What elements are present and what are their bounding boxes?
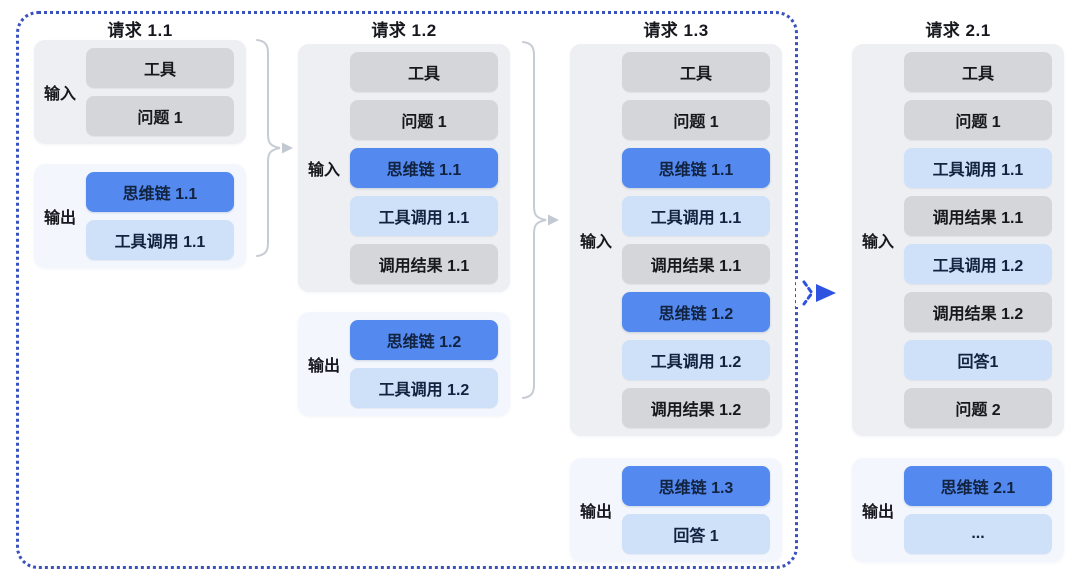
dashed-arrow-to-request-2-1 <box>796 279 836 307</box>
input-boxes: 工具 问题 1 <box>86 40 246 144</box>
output-label: 输出 <box>307 358 340 375</box>
box-cot-1-1: 思维链 1.1 <box>86 172 234 212</box>
output-label: 输出 <box>43 210 76 227</box>
output-label: 输出 <box>861 504 894 521</box>
column-title: 请求 1.1 <box>107 21 173 40</box>
box-cot-1-1: 思维链 1.1 <box>350 148 498 188</box>
box-tools: 工具 <box>86 48 234 88</box>
box-cot-1-2: 思维链 1.2 <box>350 320 498 360</box>
input-panel: 输入 工具 问题 1 <box>34 40 246 144</box>
output-panel: 输出 思维链 1.3 回答 1 <box>570 458 782 562</box>
box-tool-call-1-2: 工具调用 1.2 <box>904 244 1052 284</box>
input-boxes: 工具 问题 1 工具调用 1.1 调用结果 1.1 工具调用 1.2 调用结果 … <box>904 44 1064 436</box>
box-question-1: 问题 1 <box>86 96 234 136</box>
box-question-2: 问题 2 <box>904 388 1052 428</box>
box-call-result-1-1: 调用结果 1.1 <box>622 244 770 284</box>
box-question-1: 问题 1 <box>904 100 1052 140</box>
output-boxes: 思维链 1.1 工具调用 1.1 <box>86 164 246 268</box>
box-answer-1: 回答 1 <box>622 514 770 554</box>
box-call-result-1-1: 调用结果 1.1 <box>904 196 1052 236</box>
box-cot-1-3: 思维链 1.3 <box>622 466 770 506</box>
box-tool-call-1-2: 工具调用 1.2 <box>622 340 770 380</box>
output-boxes: 思维链 1.2 工具调用 1.2 <box>350 312 510 416</box>
input-panel: 输入 工具 问题 1 思维链 1.1 工具调用 1.1 调用结果 1.1 <box>298 44 510 292</box>
output-panel: 输出 思维链 2.1 ... <box>852 458 1064 562</box>
input-boxes: 工具 问题 1 思维链 1.1 工具调用 1.1 调用结果 1.1 思维链 1.… <box>622 44 782 436</box>
box-tool-call-1-2: 工具调用 1.2 <box>350 368 498 408</box>
box-call-result-1-2: 调用结果 1.2 <box>622 388 770 428</box>
box-tools: 工具 <box>904 52 1052 92</box>
arrowhead-icon <box>816 284 836 302</box>
box-tool-call-1-1: 工具调用 1.1 <box>904 148 1052 188</box>
box-answer-1: 回答1 <box>904 340 1052 380</box>
input-label: 输入 <box>307 162 340 179</box>
box-tool-call-1-1: 工具调用 1.1 <box>622 196 770 236</box>
box-cot-2-1: 思维链 2.1 <box>904 466 1052 506</box>
input-label: 输入 <box>43 86 76 103</box>
box-call-result-1-1: 调用结果 1.1 <box>350 244 498 284</box>
box-cot-1-1: 思维链 1.1 <box>622 148 770 188</box>
box-call-result-1-2: 调用结果 1.2 <box>904 292 1052 332</box>
box-question-1: 问题 1 <box>350 100 498 140</box>
input-label: 输入 <box>861 234 894 251</box>
output-panel: 输出 思维链 1.2 工具调用 1.2 <box>298 312 510 416</box>
box-cot-1-2: 思维链 1.2 <box>622 292 770 332</box>
box-tool-call-1-1: 工具调用 1.1 <box>350 196 498 236</box>
output-label: 输出 <box>579 504 612 521</box>
output-boxes: 思维链 1.3 回答 1 <box>622 458 782 562</box>
column-title: 请求 1.3 <box>643 21 709 40</box>
input-panel: 输入 工具 问题 1 工具调用 1.1 调用结果 1.1 工具调用 1.2 调用… <box>852 44 1064 436</box>
input-panel: 输入 工具 问题 1 思维链 1.1 工具调用 1.1 调用结果 1.1 思维链… <box>570 44 782 436</box>
box-question-1: 问题 1 <box>622 100 770 140</box>
column-title: 请求 2.1 <box>925 21 991 40</box>
input-boxes: 工具 问题 1 思维链 1.1 工具调用 1.1 调用结果 1.1 <box>350 44 510 292</box>
box-tool-call-1-1: 工具调用 1.1 <box>86 220 234 260</box>
output-panel: 输出 思维链 1.1 工具调用 1.1 <box>34 164 246 268</box>
box-tools: 工具 <box>622 52 770 92</box>
box-ellipsis: ... <box>904 514 1052 554</box>
column-title: 请求 1.2 <box>371 21 437 40</box>
box-tools: 工具 <box>350 52 498 92</box>
input-label: 输入 <box>579 234 612 251</box>
output-boxes: 思维链 2.1 ... <box>904 458 1064 562</box>
